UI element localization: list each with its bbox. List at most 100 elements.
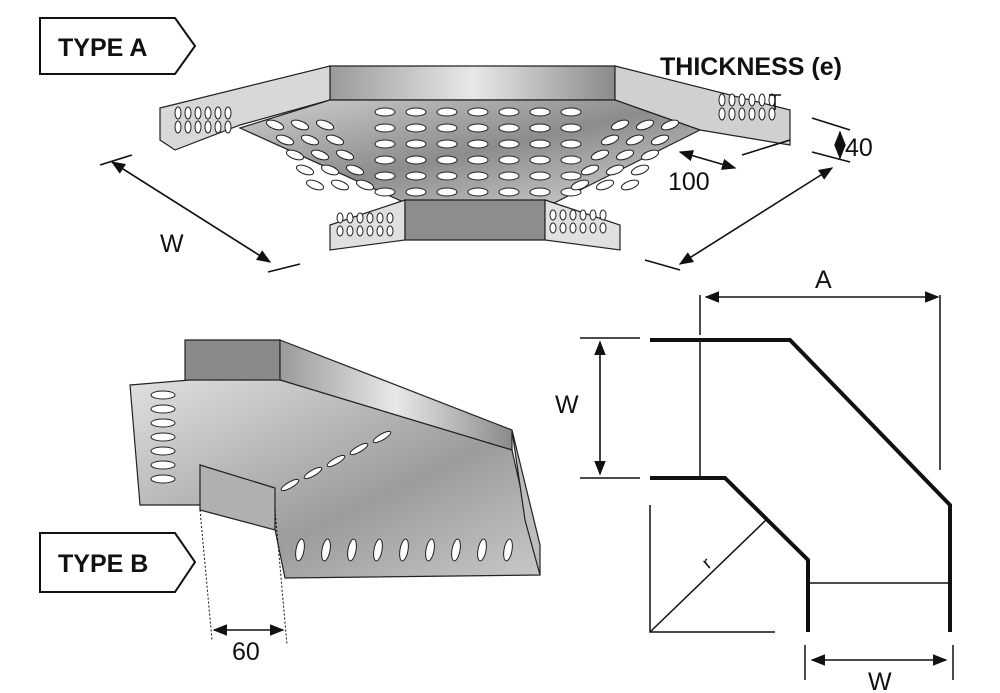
perforation [373,538,383,562]
perforation [346,212,354,224]
perforation [560,155,582,165]
perforation [349,442,369,456]
perforation [738,107,746,121]
perforation [366,212,374,224]
perforation [436,171,458,181]
perforation [150,432,176,442]
perforation [560,171,582,181]
plan-width-left-label: W [555,391,579,419]
type-a-dimensions [99,117,851,273]
perforation [275,134,295,146]
perforation [718,93,726,107]
perforation [336,212,344,224]
perforation [150,390,176,400]
perforation [615,149,635,161]
flange-100-label: 100 [668,168,710,196]
perforation [310,149,330,161]
perforation [204,106,212,120]
perforation [265,119,285,131]
perforation [347,538,357,562]
perforation [150,460,176,470]
perforation [374,171,396,181]
plan-view [580,291,954,680]
perforation [467,123,489,133]
perforation [467,171,489,181]
perforation [549,209,557,221]
type-a-width-label: W [160,230,184,258]
perforation [529,123,551,133]
perforation [285,149,305,161]
perforation [224,106,232,120]
perforation [467,139,489,149]
perforation [280,478,300,492]
perforation [346,225,354,237]
perforation [529,139,551,149]
perforation [498,123,520,133]
perforation [589,209,597,221]
perforation [321,538,331,562]
perforation [214,106,222,120]
perforation [150,446,176,456]
perforation [326,454,346,468]
perforation [374,107,396,117]
perforation [590,149,610,161]
perforation [560,107,582,117]
perforation [549,222,557,234]
perforation [768,107,776,121]
type-b-tag: TYPE B [39,532,197,593]
perforation [405,107,427,117]
perforation [376,212,384,224]
type-b-title: TYPE B [58,550,148,578]
plan-width-bottom-label: W [868,668,892,693]
perforation [194,106,202,120]
perforation [305,179,325,191]
perforation [436,107,458,117]
perforation [399,538,409,562]
perforation [374,187,396,197]
perforation [467,187,489,197]
perforation [599,209,607,221]
perforation [303,466,323,480]
perforation [436,155,458,165]
perforation [300,134,320,146]
perforation [295,538,305,562]
perforation [768,93,776,107]
perforation [738,93,746,107]
perforation [224,120,232,134]
perforation [194,120,202,134]
plan-a-label: A [815,266,832,294]
perforation [374,123,396,133]
perforation [579,209,587,221]
offset-60-label: 60 [232,638,260,666]
perforation [595,179,615,191]
perforation [569,222,577,234]
perforation [467,155,489,165]
type-a-title: TYPE A [58,34,147,62]
perforation [630,164,650,176]
perforation [477,538,487,562]
perforation [374,139,396,149]
perforation [330,179,350,191]
perforation [600,134,620,146]
perforation [405,187,427,197]
perforation [204,120,212,134]
perforation [356,225,364,237]
perforation [660,119,680,131]
perforation [635,119,655,131]
perforation [320,164,340,176]
perforation [386,225,394,237]
type-a-tray [159,65,791,251]
perforation [290,119,310,131]
perforation [529,107,551,117]
perforation [650,134,670,146]
perforation [355,179,375,191]
perforation [758,93,766,107]
perforation [589,222,597,234]
perforation [503,538,513,562]
perforation [174,106,182,120]
perforation [184,106,192,120]
type-a-tag: TYPE A [39,17,197,75]
perforation [405,123,427,133]
perforation [451,538,461,562]
